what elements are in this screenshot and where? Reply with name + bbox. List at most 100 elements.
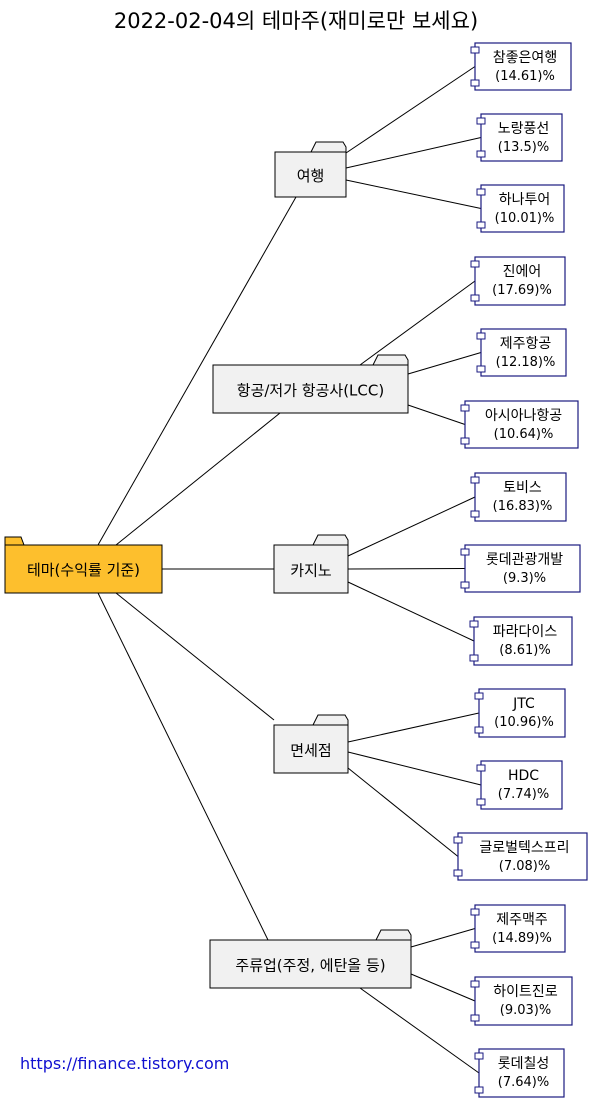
stock-return: (12.18)% [496,355,556,370]
folder-body [273,724,349,774]
stock-return: (10.64)% [494,427,554,442]
connector-line [407,352,482,375]
component-port-icon [470,980,480,988]
component-port-icon [453,869,463,877]
stock-box [480,760,563,810]
component-port-icon [470,941,480,949]
stock-name: 아시아나항공 [485,408,562,424]
stock-name: 진에어 [503,264,542,280]
stock-box [474,904,566,953]
folder-tab [4,536,25,546]
stock-node: 제주맥주(14.89)% [470,904,566,953]
connector-line [407,404,466,425]
component-port-icon [476,798,486,806]
component-port-icon [470,476,480,484]
component-port-icon [476,188,486,196]
connector-line [345,137,482,169]
stock-node: 진에어 (17.69)% [470,256,566,306]
stock-return: (10.01)% [495,211,555,226]
stock-return: (8.61)% [499,643,550,658]
stock-box [457,832,588,881]
stock-node: HDC(7.74)% [476,760,563,810]
component-port-icon [460,437,470,445]
folder-body [273,544,349,594]
theme-group-node: 카지노 [273,534,349,594]
stock-return: (10.96)% [494,715,554,730]
connector-line [97,196,297,546]
component-port-icon [476,117,486,125]
stock-node: 토비스(16.83)% [470,472,567,522]
theme-group-node: 주류업(주정, 에탄올 등) [209,929,412,989]
connector-line [347,712,480,743]
component-port-icon [474,1052,484,1060]
component-port-icon [476,221,486,229]
component-port-icon [474,692,484,700]
stock-node: 하이트진로(9.03)% [470,976,573,1026]
folder-body [4,544,163,594]
page-title: 2022-02-04의 테마주(재미로만 보세요) [113,9,479,33]
connector-line [97,592,269,941]
stock-name: 제주맥주 [496,912,548,928]
connector-line [115,592,275,721]
component-port-icon [470,908,480,916]
stock-node: 글로벌텍스프리(7.08)% [453,832,588,881]
stock-box [480,184,565,233]
connector-line [410,928,476,948]
stock-name: HDC [508,768,539,784]
connector-line [347,496,476,557]
stock-node: 하나투어 (10.01)% [476,184,565,233]
component-port-icon [453,836,463,844]
stock-node: 참좋은여행 (14.61)% [470,42,572,91]
stock-box [464,400,579,449]
stock-name: 토비스 [503,480,542,496]
connector-line [359,987,480,1074]
theme-group-label: 주류업(주정, 에탄올 등) [235,957,385,975]
stock-box [474,256,566,306]
connector-line [410,973,476,1002]
connector-line [359,280,476,366]
component-port-icon [470,79,480,87]
component-port-icon [474,726,484,734]
component-port-icon [470,294,480,302]
component-port-icon [470,510,480,518]
theme-group-node: 여행 [274,141,347,198]
stock-name: JTC [512,696,535,712]
component-port-icon [476,764,486,772]
folder-tab [310,141,347,153]
stock-name: 파라다이스 [493,624,558,640]
connector-line [347,581,475,642]
component-port-icon [474,1086,484,1094]
folder-tab [375,929,412,941]
stock-node: 롯데칠성 (7.64)% [474,1048,565,1098]
stock-return: (14.61)% [495,69,555,84]
stock-box [474,976,573,1026]
stock-box [464,544,581,593]
component-port-icon [476,332,486,340]
component-port-icon [460,404,470,412]
folder-body [274,151,347,198]
stock-box [473,616,573,666]
stock-name: 하나투어 [499,192,551,208]
stock-name: 노랑풍선 [498,121,550,137]
stock-node: 파라다이스 (8.61)% [469,616,573,666]
component-port-icon [460,581,470,589]
stock-box [480,328,567,377]
stock-return: (13.5)% [498,140,549,155]
theme-group-node: 항공/저가 항공사(LCC) [212,354,409,414]
component-port-icon [476,365,486,373]
stock-node: JTC (10.96)% [474,688,566,738]
theme-group-label: 여행 [297,167,325,185]
component-port-icon [470,260,480,268]
folder-tab [372,354,409,366]
stock-name: 롯데관광개발 [486,552,563,568]
folder-body [212,364,409,414]
source-link[interactable]: https://finance.tistory.com [20,1054,230,1073]
stock-box [474,472,567,522]
component-port-icon [469,620,479,628]
stock-return: (7.64)% [498,1075,549,1090]
stock-box [478,688,566,738]
stock-name: 참좋은여행 [493,50,557,66]
stock-return: (17.69)% [492,283,552,298]
stock-name: 롯데칠성 [498,1056,550,1072]
